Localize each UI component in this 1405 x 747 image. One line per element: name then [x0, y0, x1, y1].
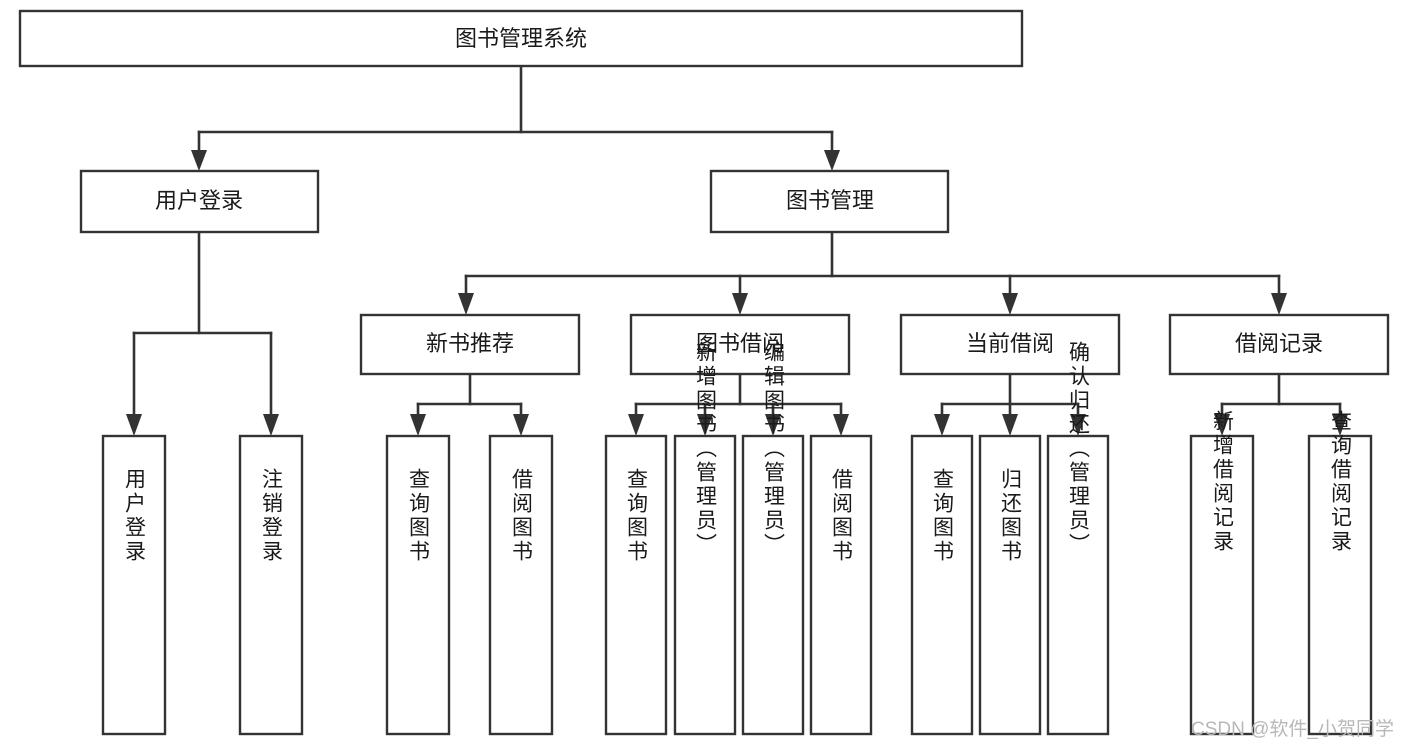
arrow-head-leaf-query-book-3 — [934, 414, 950, 436]
node-book-borrow-label: 图书借阅 — [696, 331, 784, 356]
arrow-head-leaf-borrow-book-1 — [513, 414, 529, 436]
node-box — [1046, 434, 1110, 736]
node-box — [385, 434, 451, 736]
arrow-head-leaf-user-login — [126, 414, 142, 436]
node-leaf-query-book-1-label: 查询图书 — [407, 468, 431, 564]
node-title-book-management-system[interactable]: 图书管理系统 — [18, 9, 1024, 68]
connector-layer — [126, 64, 1348, 436]
node-box — [238, 434, 304, 736]
node-current-borrow-label: 当前借阅 — [966, 331, 1054, 356]
node-new-book-recommend-label: 新书推荐 — [426, 331, 514, 356]
node-user-login[interactable]: 用户登录 — [79, 169, 320, 234]
arrow-head-leaf-add-borrow-record — [1214, 414, 1230, 436]
arrow-head-current-borrow — [1002, 293, 1018, 315]
node-current-borrow[interactable]: 当前借阅 — [899, 313, 1121, 376]
node-box — [910, 434, 974, 736]
node-book-management[interactable]: 图书管理 — [709, 169, 950, 234]
node-box — [79, 169, 320, 234]
node-leaf-edit-book[interactable]: 编辑图书（管理员） — [741, 341, 805, 736]
node-box — [673, 434, 737, 736]
arrow-head-new-book-recommend — [458, 293, 474, 315]
node-leaf-user-login-label: 用户登录 — [123, 468, 147, 564]
node-title-label: 图书管理系统 — [455, 26, 587, 51]
arrow-head-leaf-query-book-1 — [410, 414, 426, 436]
node-leaf-confirm-return[interactable]: 确认归还（管理员） — [1046, 341, 1110, 736]
arrow-head-leaf-borrow-book-2 — [833, 414, 849, 436]
node-leaf-query-book-3-label: 查询图书 — [931, 468, 955, 564]
node-box — [604, 434, 668, 736]
arrow-head-leaf-add-book — [697, 414, 713, 436]
arrow-head-leaf-confirm-return — [1070, 414, 1086, 436]
node-book-borrow[interactable]: 图书借阅 — [629, 313, 851, 376]
node-leaf-logout-login-label: 注销登录 — [260, 468, 284, 564]
node-box — [1189, 434, 1255, 736]
arrow-head-leaf-edit-book — [765, 414, 781, 436]
node-user-login-label: 用户登录 — [155, 188, 243, 213]
node-leaf-query-book-2-label: 查询图书 — [625, 468, 649, 564]
node-leaf-return-book-label: 归还图书 — [999, 468, 1023, 564]
arrow-head-book-management — [824, 150, 840, 171]
node-box — [809, 434, 873, 736]
node-leaf-add-borrow-record-label: 新增借阅记录 — [1211, 410, 1235, 554]
node-box — [899, 313, 1121, 376]
node-box — [629, 313, 851, 376]
node-box — [741, 434, 805, 736]
node-leaf-query-book-3[interactable]: 查询图书 — [910, 434, 974, 736]
node-leaf-user-login[interactable]: 用户登录 — [101, 434, 167, 736]
node-book-management-label: 图书管理 — [786, 188, 874, 213]
node-new-book-recommend[interactable]: 新书推荐 — [359, 313, 581, 376]
node-box — [709, 169, 950, 234]
arrow-head-leaf-query-book-2 — [628, 414, 644, 436]
node-leaf-borrow-book-1[interactable]: 借阅图书 — [488, 434, 554, 736]
node-leaf-add-borrow-record[interactable]: 新增借阅记录 — [1189, 410, 1255, 736]
node-leaf-logout-login[interactable]: 注销登录 — [238, 434, 304, 736]
csdn-watermark: CSDN @软件_小贺同学 — [1191, 718, 1394, 740]
node-box — [18, 9, 1024, 68]
node-leaf-query-borrow-record[interactable]: 查询借阅记录 — [1307, 410, 1373, 736]
node-box — [101, 434, 167, 736]
arrow-head-book-borrow — [732, 293, 748, 315]
node-leaf-query-borrow-record-label: 查询借阅记录 — [1329, 410, 1353, 554]
node-leaf-query-book-2[interactable]: 查询图书 — [604, 434, 668, 736]
node-box — [359, 313, 581, 376]
arrow-head-user-login — [191, 150, 207, 171]
node-leaf-query-book-1[interactable]: 查询图书 — [385, 434, 451, 736]
node-borrow-record[interactable]: 借阅记录 — [1168, 313, 1390, 376]
node-box — [1307, 434, 1373, 736]
arrow-head-leaf-query-borrow-record — [1332, 414, 1348, 436]
arrow-head-leaf-logout-login — [263, 414, 279, 436]
node-box — [978, 434, 1042, 736]
node-leaf-confirm-return-label: 确认归还（管理员） — [1067, 341, 1091, 557]
node-leaf-edit-book-label: 编辑图书（管理员） — [762, 341, 786, 557]
node-leaf-borrow-book-2[interactable]: 借阅图书 — [809, 434, 873, 736]
node-leaf-add-book[interactable]: 新增图书（管理员） — [673, 341, 737, 736]
node-leaf-return-book[interactable]: 归还图书 — [978, 434, 1042, 736]
node-leaf-borrow-book-2-label: 借阅图书 — [830, 468, 854, 564]
arrow-head-borrow-record — [1271, 293, 1287, 315]
arrow-head-leaf-return-book — [1002, 414, 1018, 436]
node-box — [488, 434, 554, 736]
node-leaf-borrow-book-1-label: 借阅图书 — [510, 468, 534, 564]
node-box — [1168, 313, 1390, 376]
node-borrow-record-label: 借阅记录 — [1235, 331, 1323, 356]
node-leaf-add-book-label: 新增图书（管理员） — [694, 341, 718, 557]
